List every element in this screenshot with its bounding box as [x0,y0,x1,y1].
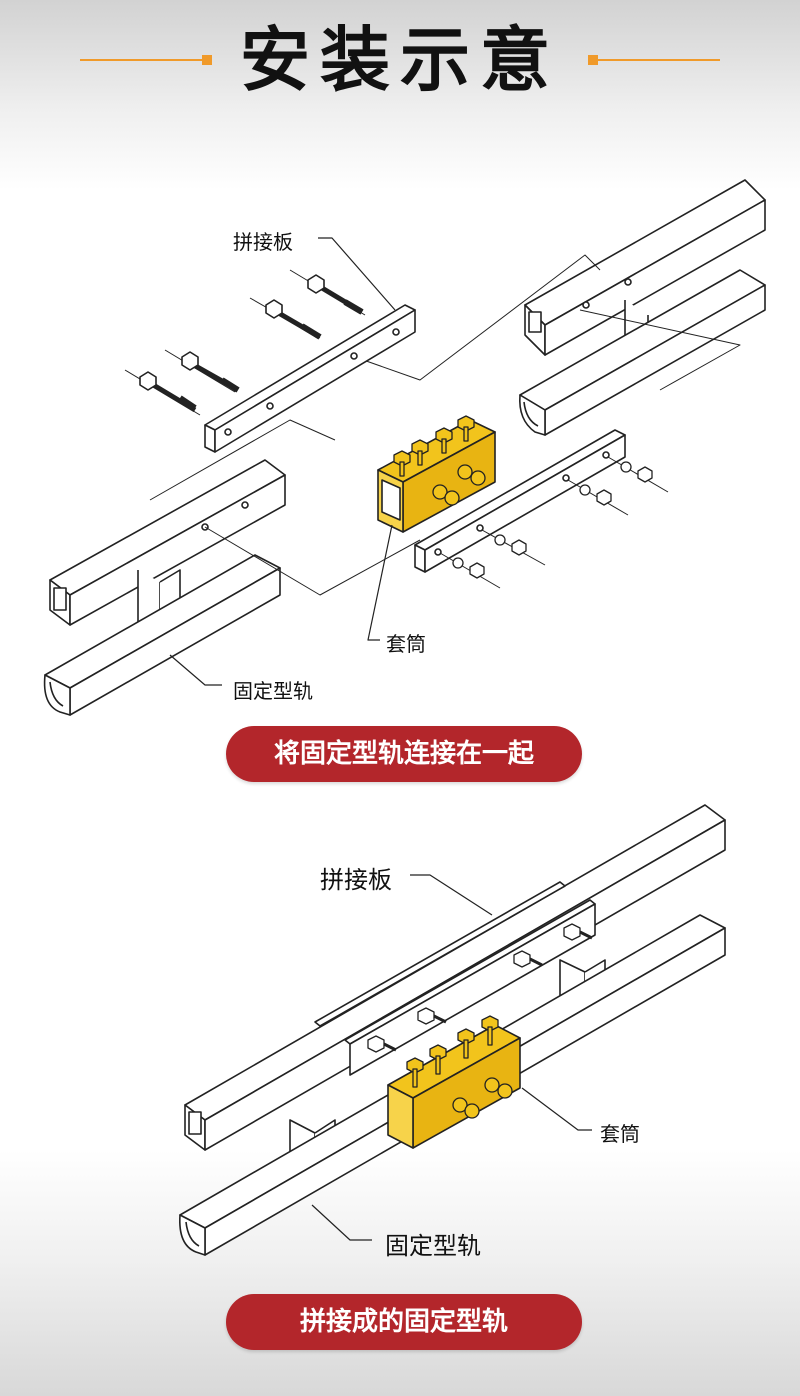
sleeve-coupling [377,415,496,533]
right-fixed-rail [518,269,766,436]
leader-sleeve [367,524,393,641]
title-decor-dot-right [588,55,598,65]
leader-sleeve-2 [521,1087,592,1131]
caption-connect-rails: 将固定型轨连接在一起 [226,726,582,782]
caption-assembled-rail: 拼接成的固定型轨 [226,1294,582,1350]
left-upper-tube [49,459,286,626]
assembled-sleeve-coupling [387,1015,521,1149]
label-splice-plate-2: 拼接板 [320,866,392,894]
exploded-assembly-diagram [43,179,766,716]
left-fixed-rail [43,554,281,716]
label-fixed-rail-2: 固定型轨 [385,1232,481,1260]
bolt-set-upper [124,269,366,416]
assembled-rail-diagram [179,804,726,1256]
page-title: 安装示意 [240,19,560,101]
title-decor-line-right [598,59,720,61]
label-sleeve-2: 套筒 [600,1122,640,1146]
lower-splice-plate [414,429,626,573]
right-upper-tube [524,179,766,356]
upper-splice-plate [204,304,416,453]
label-sleeve-1: 套筒 [386,632,426,656]
leader-splice-plate-2 [410,874,493,916]
leader-fixed-rail [169,654,222,686]
leader-splice-plate [318,237,396,311]
label-splice-plate-1: 拼接板 [233,230,293,254]
title-decor-dot-left [202,55,212,65]
assembled-nuts [367,923,593,1053]
label-fixed-rail-1: 固定型轨 [233,679,313,703]
assembled-splice-plate [314,881,596,1076]
title-decor-line-left [80,59,202,61]
leader-fixed-rail-2 [311,1204,372,1241]
nut-set-lower [439,456,669,589]
